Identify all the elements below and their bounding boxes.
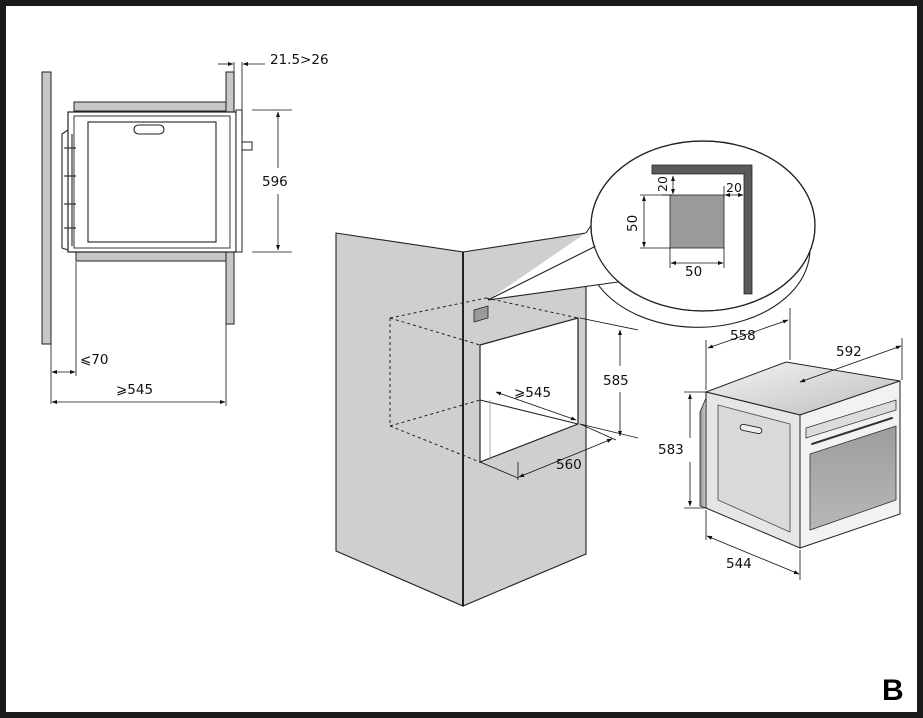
- top-shelf: [73, 101, 227, 112]
- bottom-shelf: [75, 251, 227, 262]
- oven-window: [809, 425, 897, 531]
- oven-3d-view: 558 592 583 544: [658, 308, 903, 580]
- frame-corner: [651, 164, 753, 295]
- detail-callout: 20 20 50 50: [487, 140, 816, 328]
- cabinet-side: [335, 232, 464, 607]
- cabinet-height-label: 585: [603, 373, 629, 389]
- detail-side-label: 20: [726, 180, 742, 195]
- cabinet-depth-label: ⩾545: [514, 385, 551, 401]
- detail-top-label: 20: [655, 176, 670, 192]
- knob-icon: [241, 141, 253, 151]
- dim-gap-label: 21.5>26: [270, 52, 329, 68]
- front-panel-upper: [225, 71, 235, 113]
- dim-depth-label: ⩾545: [116, 382, 153, 398]
- figure-label: B: [882, 674, 904, 707]
- side-section-view: 21.5>26 596 ⩽70 ⩾545: [41, 52, 329, 406]
- oven-width-label: 558: [730, 328, 756, 344]
- dim-height-label: 596: [262, 174, 288, 190]
- detail-bottom-label: 50: [685, 264, 702, 280]
- front-panel-lower: [225, 251, 235, 325]
- oven-body-section: [67, 111, 237, 253]
- detail-left-label: 50: [625, 215, 641, 232]
- cutout-marker: [473, 305, 489, 323]
- handle-icon: [133, 124, 165, 135]
- oven-depth-label: 544: [726, 556, 752, 572]
- cabinet-view: ⩾545 585 560: [335, 232, 639, 607]
- oven-side-handle-icon: [739, 423, 763, 435]
- oven-front-width-label: 592: [836, 344, 862, 360]
- cutout-square: [669, 194, 725, 249]
- cabinet-width-label: 560: [556, 457, 582, 473]
- oven-height-label: 583: [658, 442, 684, 458]
- oven-door-handle-icon: [811, 417, 893, 445]
- dim-rear-label: ⩽70: [80, 352, 109, 368]
- left-wall-panel: [41, 71, 52, 345]
